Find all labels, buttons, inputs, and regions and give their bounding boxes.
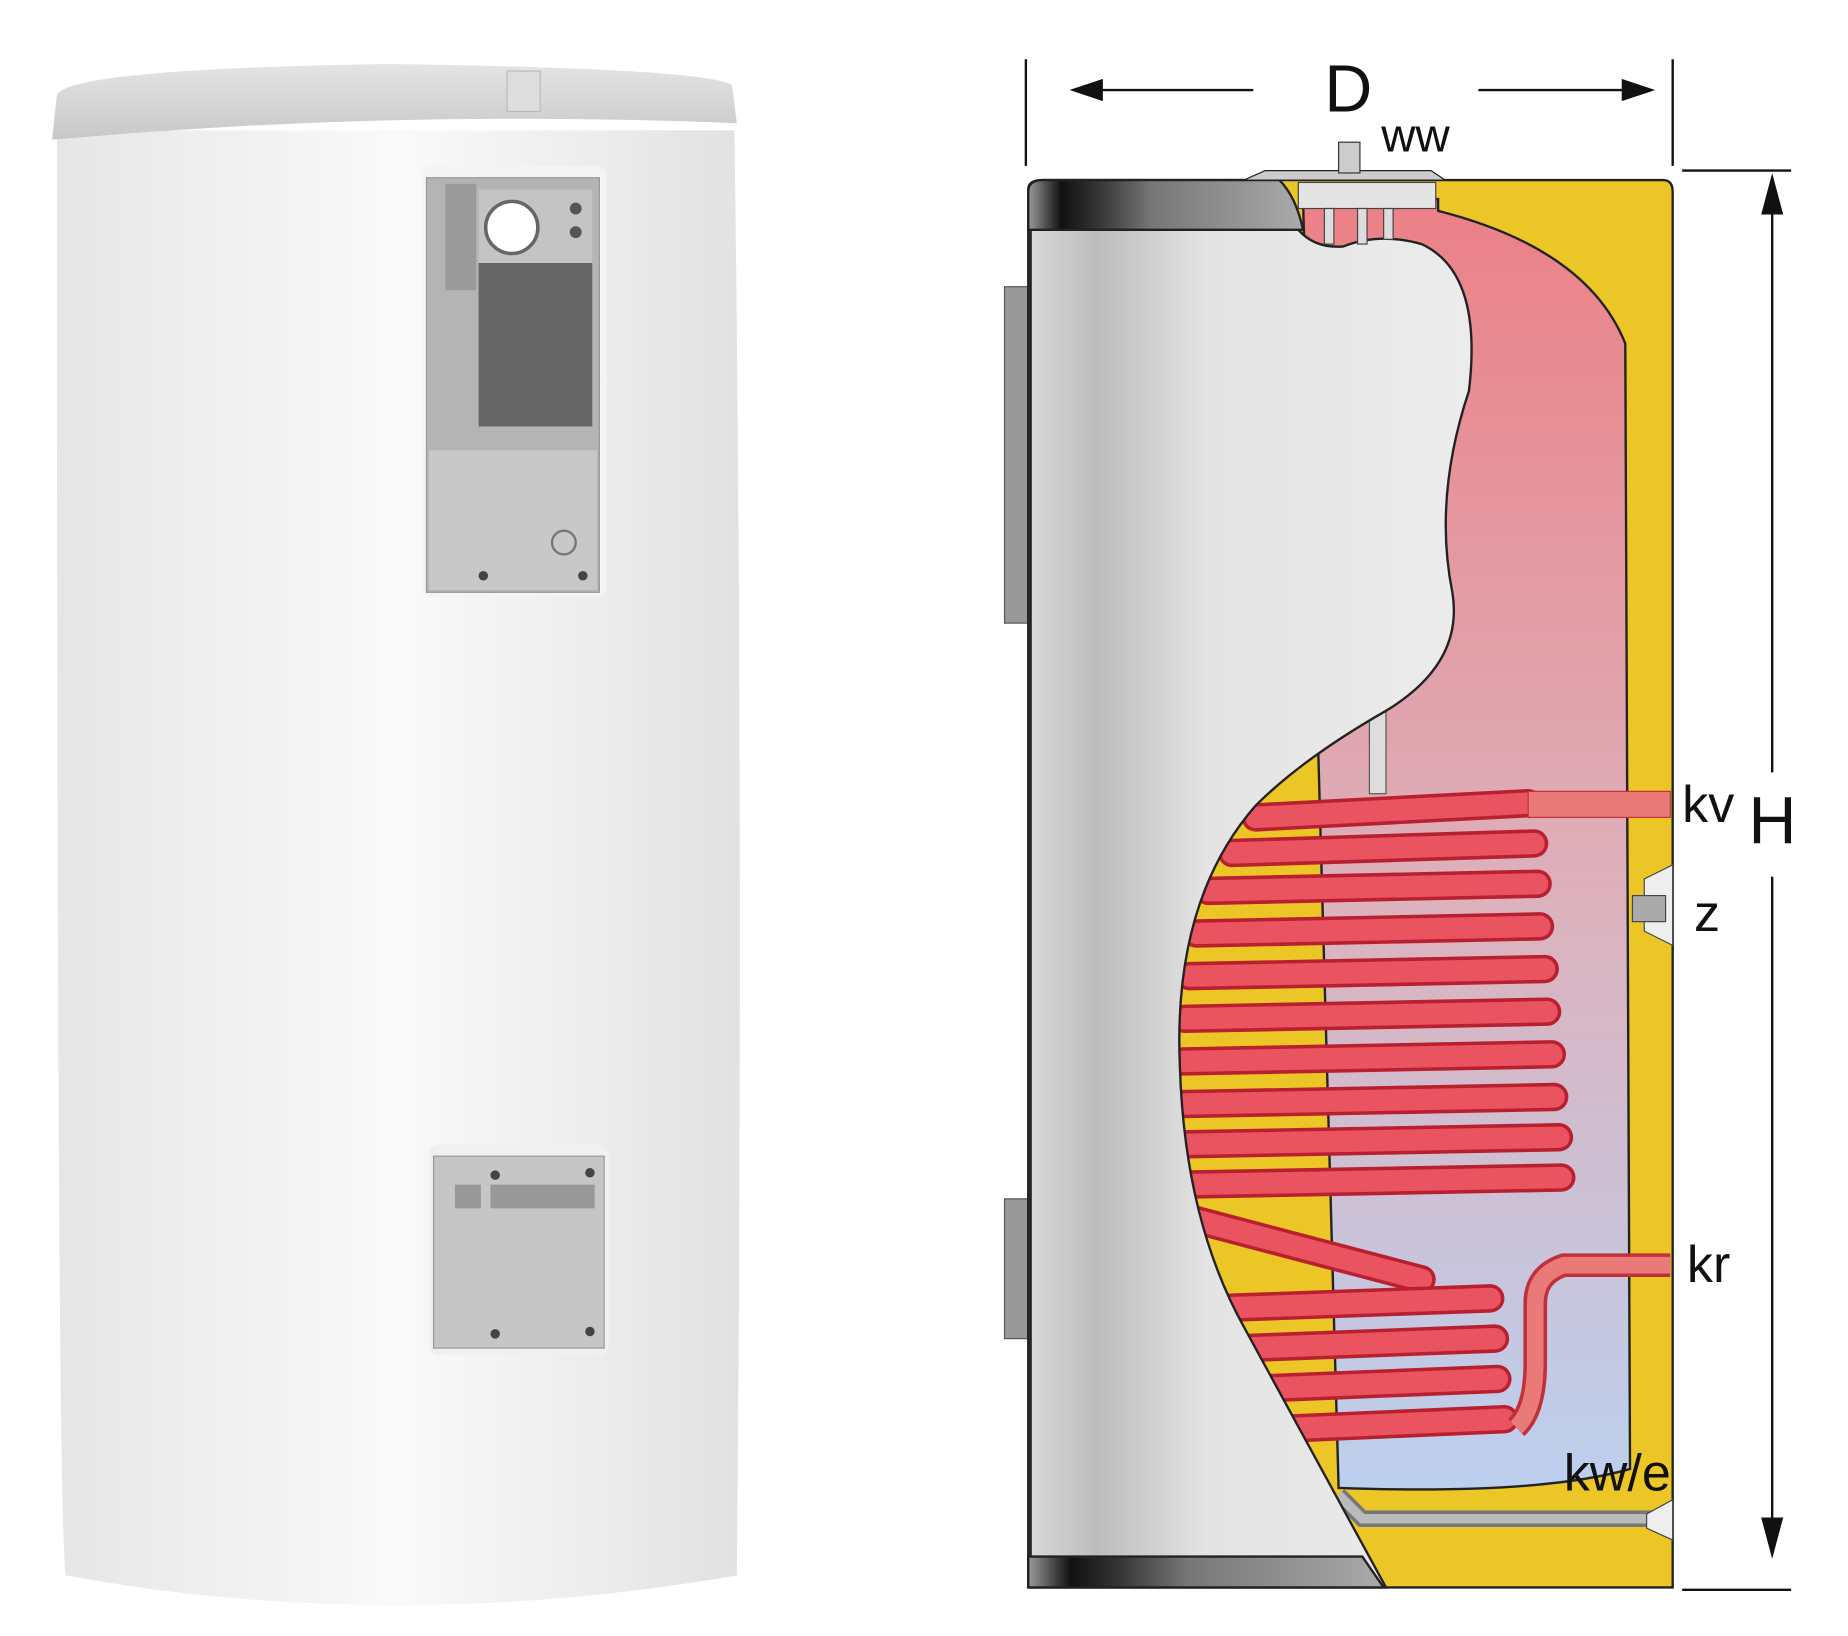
label-ww: ww xyxy=(1380,110,1450,163)
kv-pipe xyxy=(1527,790,1671,818)
coil-turn xyxy=(1171,1086,1565,1115)
water-heater-photo xyxy=(52,63,740,1606)
z-connector xyxy=(1631,895,1667,923)
heat-exchanger-coil xyxy=(1168,788,1576,1443)
coil-turn xyxy=(1216,1287,1501,1319)
coil-turn xyxy=(1252,1368,1509,1400)
flange-lower xyxy=(1003,1198,1032,1340)
coil-turn xyxy=(1173,1166,1572,1196)
coil-turn xyxy=(1171,1126,1570,1156)
coil-turn xyxy=(1197,873,1549,902)
coil-turn xyxy=(1173,1001,1558,1030)
flange-upper xyxy=(1003,286,1032,624)
coil-turn xyxy=(1185,915,1551,945)
coil-turn xyxy=(1171,1043,1563,1073)
tank-body xyxy=(56,130,740,1606)
top-connector xyxy=(506,70,541,112)
label-d: D xyxy=(1324,52,1372,126)
label-kw-e: kw/e xyxy=(1564,1444,1671,1502)
tank-shell xyxy=(1029,228,1473,1589)
coil-turn xyxy=(1178,958,1556,987)
label-h: H xyxy=(1748,784,1796,858)
heater-cover xyxy=(428,1144,609,1356)
label-kv: kv xyxy=(1682,776,1734,834)
coil-turn xyxy=(1245,792,1539,829)
dimension-lines xyxy=(1024,59,1792,1591)
control-panel xyxy=(421,165,607,598)
label-z: z xyxy=(1694,885,1720,943)
ww-connector xyxy=(1338,141,1361,174)
tank-cap xyxy=(52,63,737,140)
cutaway-diagram xyxy=(1003,141,1674,1589)
top-rim xyxy=(1027,178,1305,232)
coil-turn xyxy=(1275,1408,1516,1440)
coil-turn xyxy=(1185,1209,1433,1291)
coil-turn xyxy=(1221,832,1545,864)
top-flange xyxy=(1243,170,1448,181)
thermometer-dial xyxy=(483,199,540,256)
bottom-rim xyxy=(1027,1555,1386,1589)
thermostat-cover xyxy=(478,263,593,427)
label-kr: kr xyxy=(1687,1236,1730,1294)
coil-turn xyxy=(1233,1327,1506,1359)
